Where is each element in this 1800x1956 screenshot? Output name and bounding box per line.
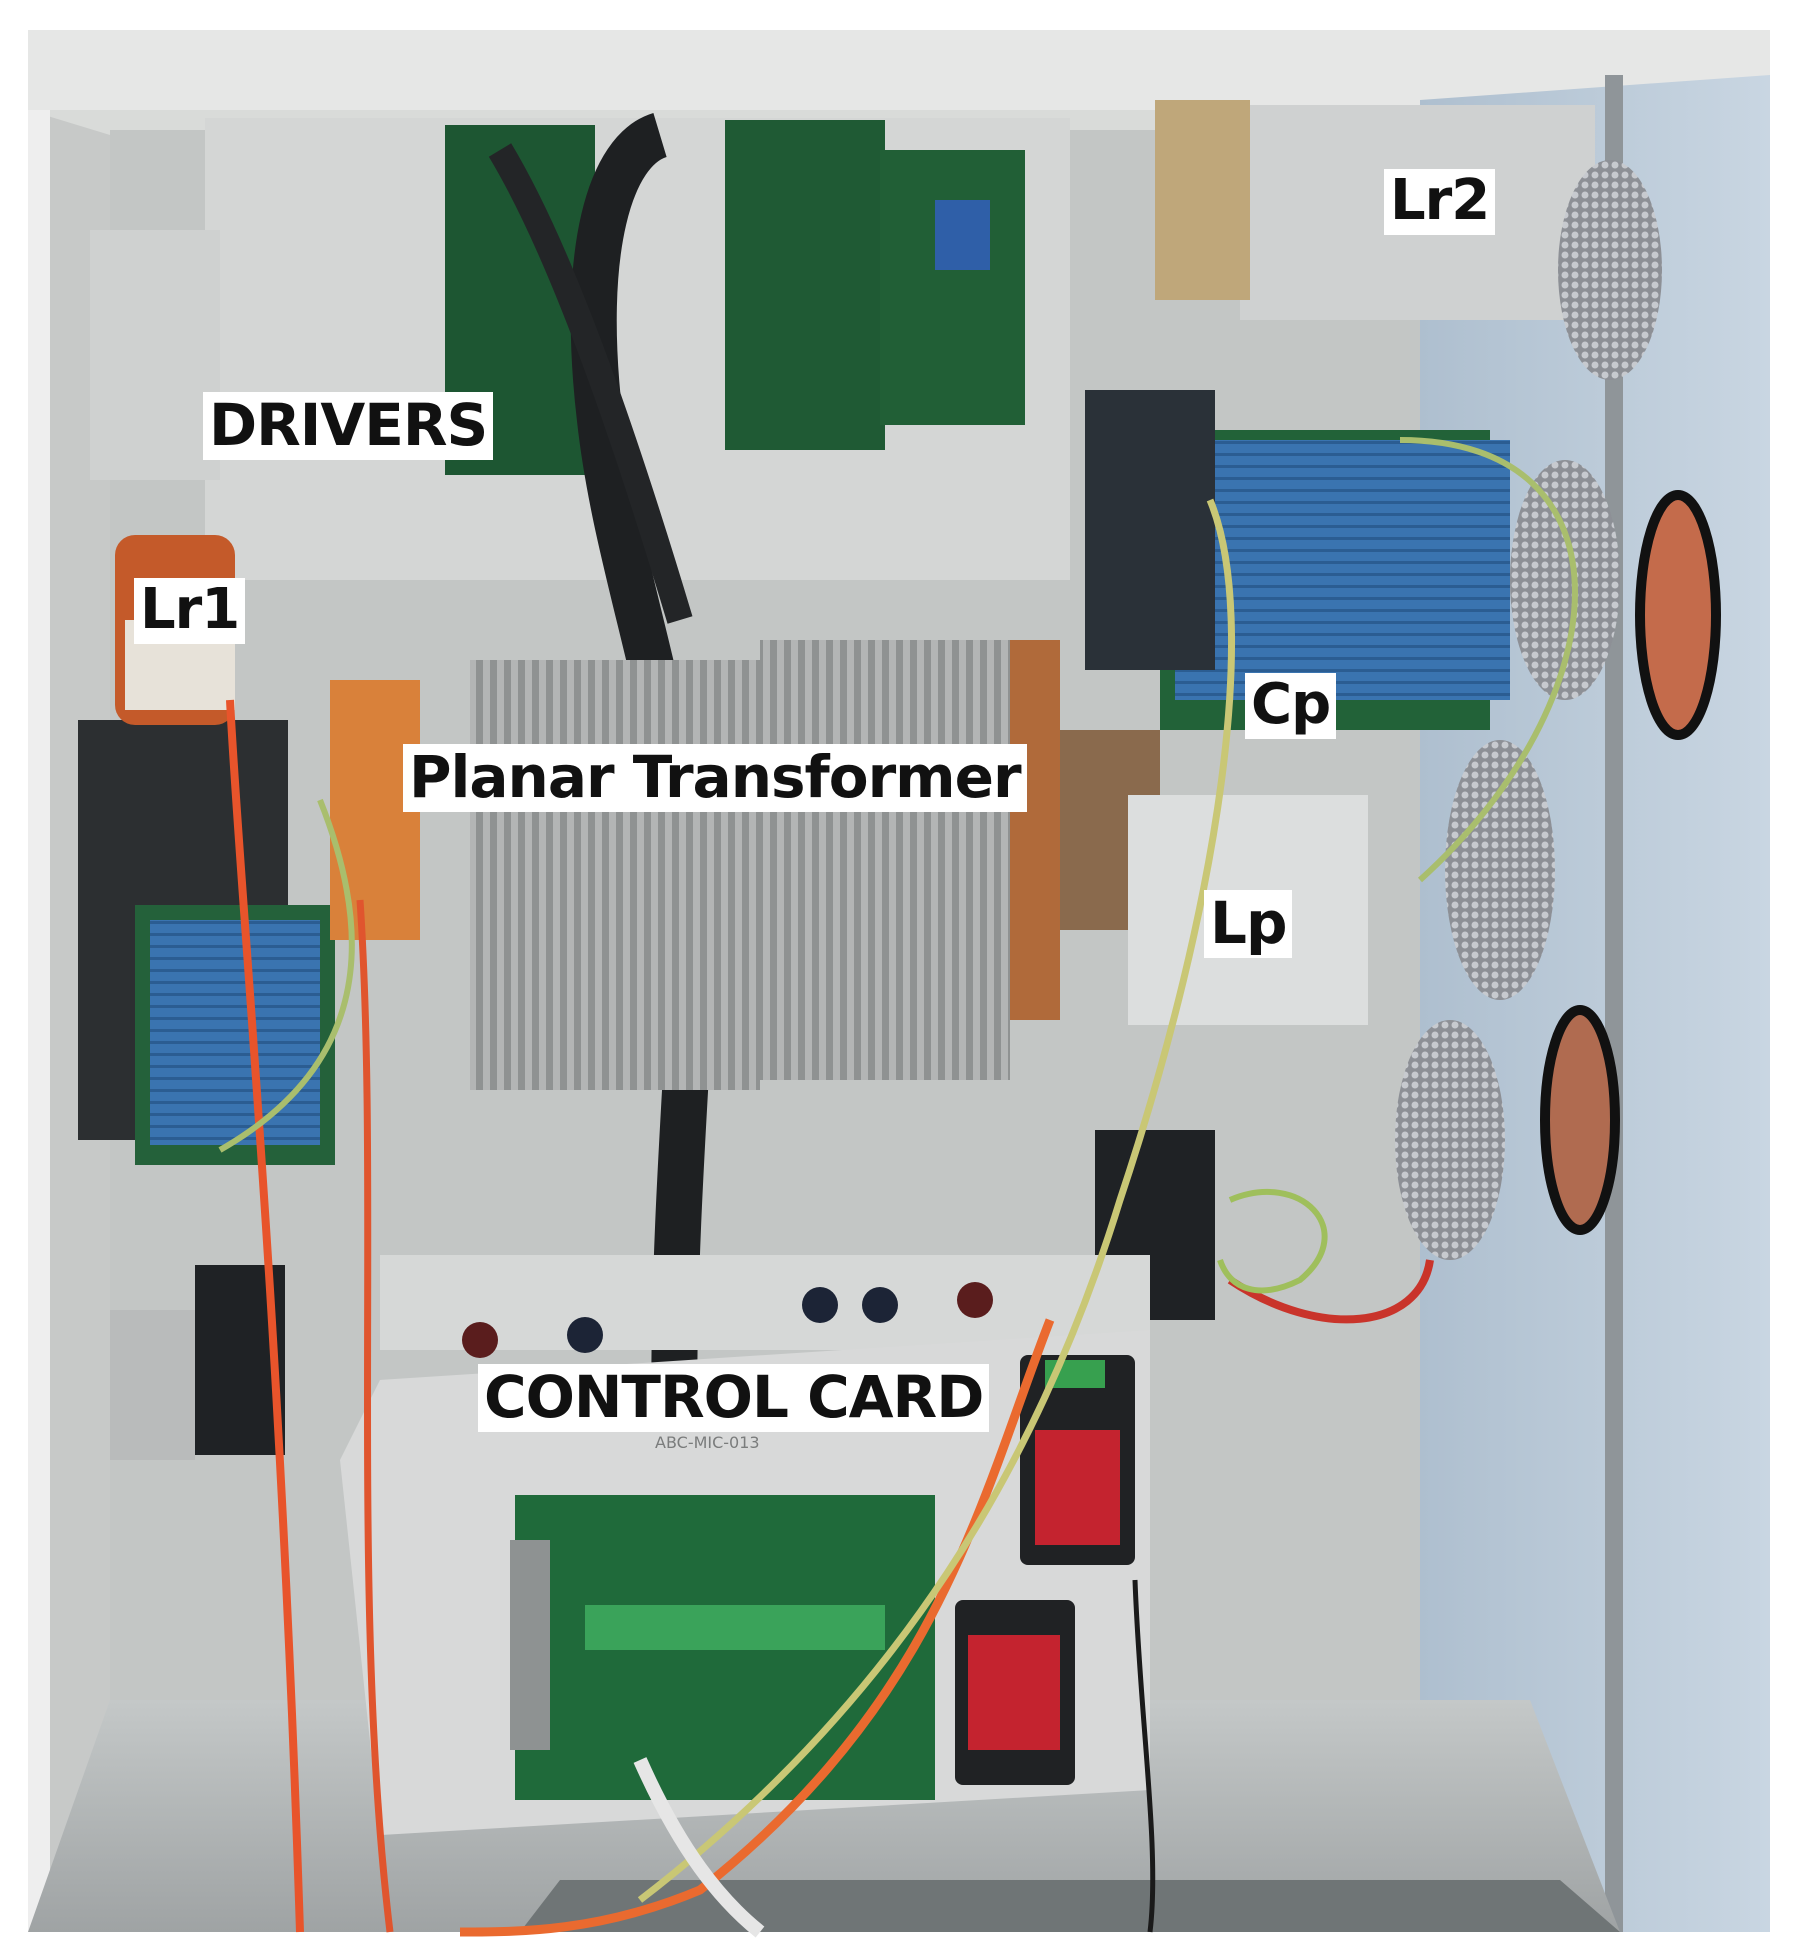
driver-blue-component: [935, 200, 990, 270]
label-lr1: Lr1: [134, 578, 246, 644]
orange-wire-1: [226, 699, 304, 1933]
floor-tiles: [520, 1880, 1620, 1932]
control-card-marking: ABC-MIC-013: [655, 1433, 760, 1452]
yellow-green-wire-3: [218, 798, 355, 1153]
cabinet-left-edge: [28, 110, 50, 1932]
connector-plate: [380, 1255, 1150, 1350]
fan-grill-1: [1558, 160, 1662, 380]
red-wire-1: [1227, 1259, 1434, 1324]
heatsink-left: [470, 660, 760, 1090]
small-relay-left: [110, 1310, 195, 1460]
driver-board-3: [880, 150, 1025, 425]
label-control-card: CONTROL CARD: [478, 1364, 990, 1432]
power-supply-1-face: [1035, 1430, 1120, 1545]
connector-2: [567, 1317, 603, 1353]
driver-plate-left-tab: [90, 230, 220, 480]
orange-wire-3: [459, 1318, 1055, 1937]
lr2-support: [1155, 100, 1250, 300]
dark-inductor-behind: [1085, 390, 1215, 670]
connector-3: [802, 1287, 838, 1323]
connector-4: [862, 1287, 898, 1323]
yellow-green-wire-1: [637, 498, 1236, 1903]
control-card-connector: [510, 1540, 550, 1750]
black-wire-right: [1132, 1579, 1156, 1933]
control-card-terminals: [585, 1605, 885, 1650]
wall-opening-1: [1635, 490, 1721, 740]
driver-board-2: [725, 120, 885, 450]
fan-grill-3: [1445, 740, 1555, 1000]
transformer-terminals: [1010, 640, 1060, 1020]
label-cp: Cp: [1245, 673, 1337, 739]
heatsink-right: [760, 640, 1010, 1080]
label-drivers: DRIVERS: [203, 392, 494, 460]
left-capacitor-bank: [150, 920, 320, 1145]
yellow-green-wire-4: [1217, 1188, 1328, 1294]
label-planar-transformer: Planar Transformer: [403, 744, 1027, 812]
label-lr2: Lr2: [1384, 169, 1496, 235]
fan-grill-4: [1395, 1020, 1505, 1260]
fan-grill-2: [1510, 460, 1620, 700]
black-cable-2: [488, 143, 693, 624]
orange-wire-2: [356, 899, 394, 1933]
power-supply-2-face: [968, 1635, 1060, 1750]
connector-5: [957, 1282, 993, 1318]
wall-opening-2: [1540, 1005, 1620, 1235]
connector-1: [462, 1322, 498, 1358]
yellow-green-wire-2: [1399, 437, 1578, 883]
label-lp: Lp: [1204, 890, 1293, 958]
white-wire-bundle: [633, 1757, 765, 1938]
